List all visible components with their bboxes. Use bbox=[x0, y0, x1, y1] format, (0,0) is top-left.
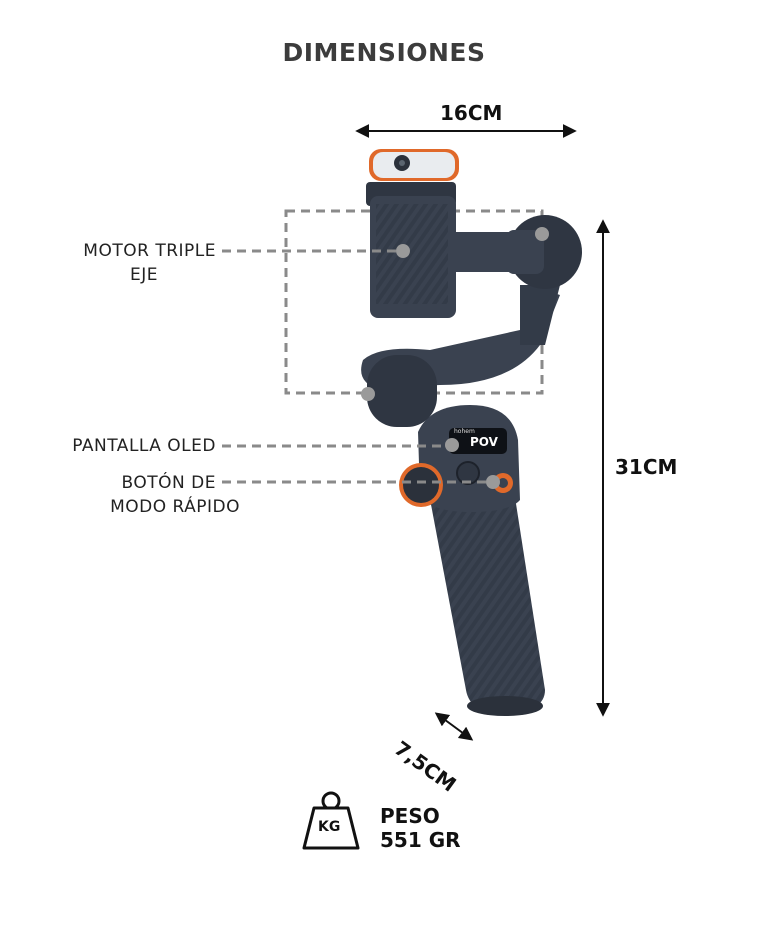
weight-icon-text: KG bbox=[318, 819, 341, 835]
feature-label-quick-mode: BOTÓN DE MODO RÁPIDO bbox=[40, 471, 240, 519]
fill-light bbox=[369, 149, 459, 181]
width-label: 16CM bbox=[440, 101, 503, 125]
feature-button-line2: MODO RÁPIDO bbox=[110, 497, 240, 517]
oled-mode: POV bbox=[470, 435, 498, 449]
feature-motor-line2: EJE bbox=[130, 265, 158, 285]
phone-clamp bbox=[366, 182, 456, 318]
oled-brand: hohem bbox=[454, 428, 475, 435]
gimbal-arm bbox=[361, 215, 582, 427]
weight-label: PESO bbox=[380, 804, 440, 828]
oled-screen bbox=[449, 428, 507, 454]
feature-motor-line1: MOTOR TRIPLE bbox=[83, 241, 216, 261]
weight-value: 551 GR bbox=[380, 828, 461, 852]
page-title: DIMENSIONES bbox=[282, 38, 486, 67]
height-label: 31CM bbox=[615, 455, 678, 479]
feature-label-oled: PANTALLA OLED bbox=[20, 434, 216, 458]
motor-cap bbox=[506, 230, 544, 274]
weight-kg-icon bbox=[302, 791, 360, 850]
feature-label-motor: MOTOR TRIPLE EJE bbox=[40, 239, 216, 287]
depth-arrow bbox=[434, 712, 474, 741]
control-dial bbox=[403, 467, 439, 503]
feature-button-line1: BOTÓN DE bbox=[121, 473, 216, 493]
feature-oled-line1: PANTALLA OLED bbox=[72, 436, 216, 456]
gimbal-handle bbox=[426, 478, 545, 716]
